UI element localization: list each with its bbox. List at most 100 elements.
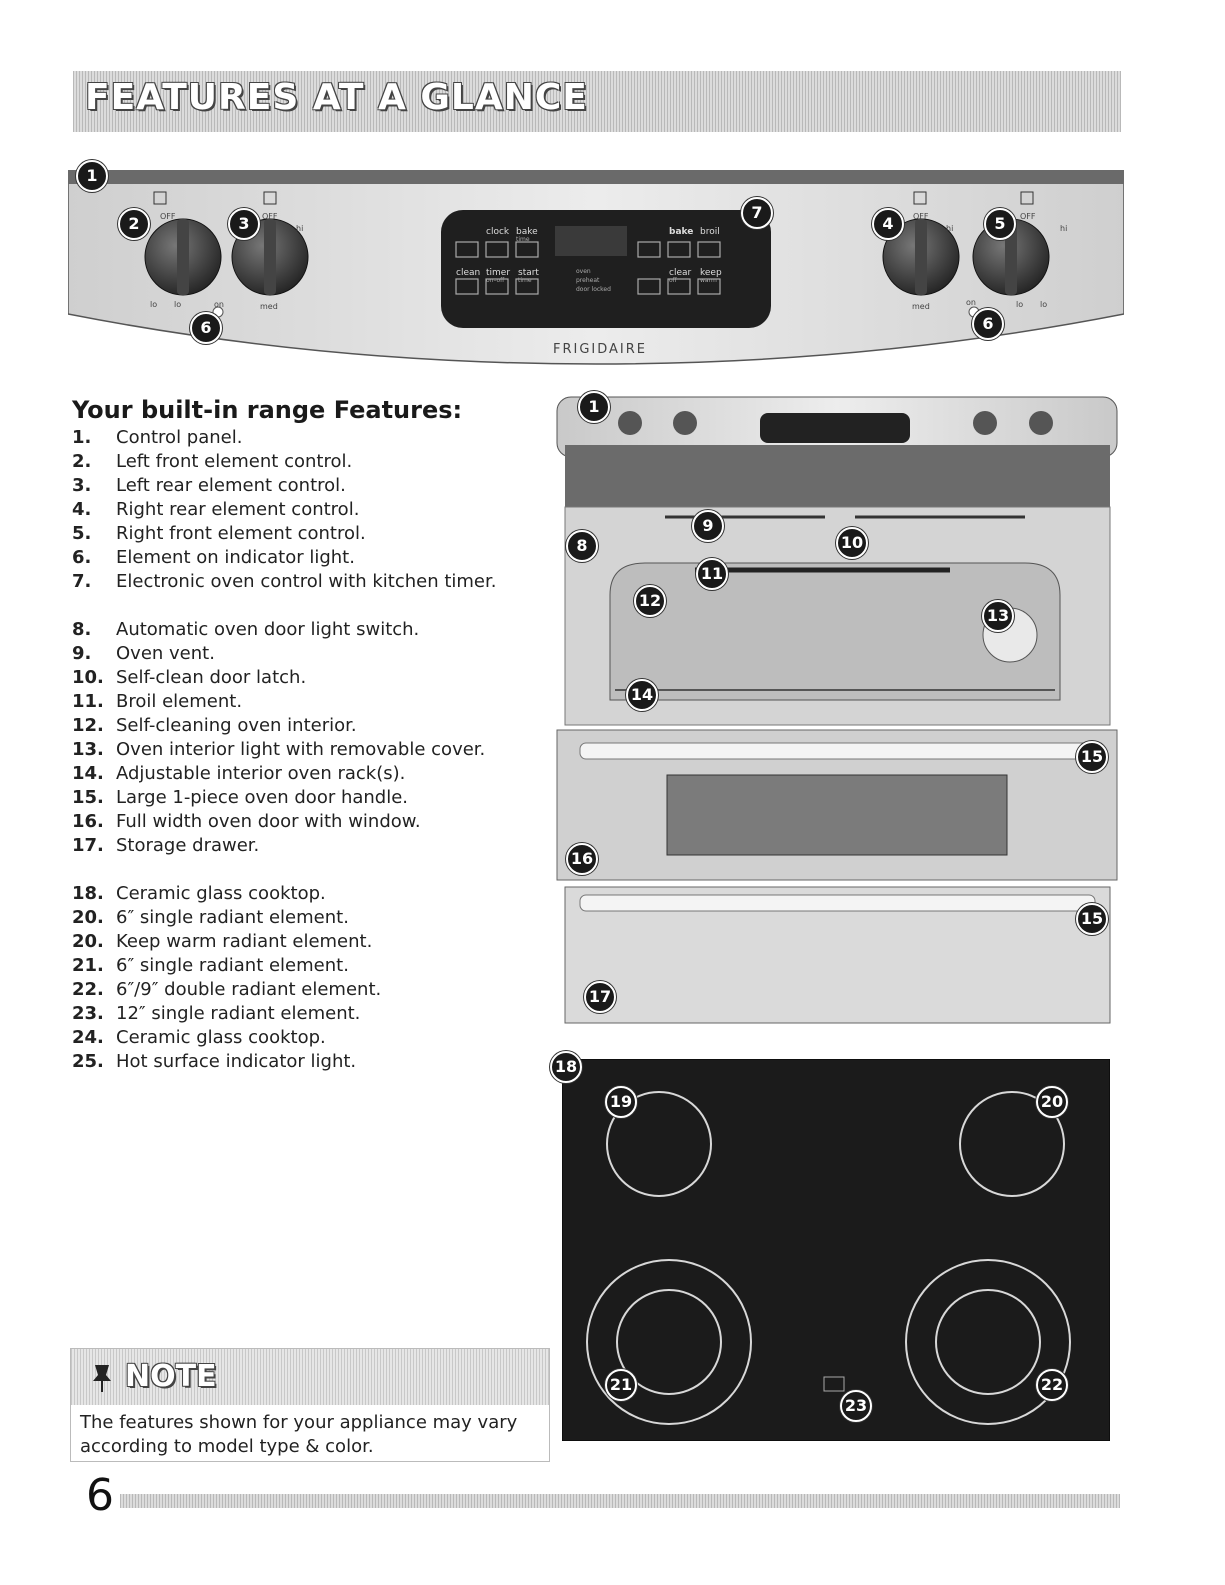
item-number: 4. [72, 499, 92, 520]
item-text: Keep warm radiant element. [116, 931, 373, 952]
item-text: Oven interior light with removable cover… [116, 739, 486, 760]
page-title: FEATURES AT A GLANCE [85, 77, 588, 118]
item-text: Full width oven door with window. [116, 811, 421, 832]
item-text: Automatic oven door light switch. [116, 619, 420, 640]
knob-label-lo-1: lo [150, 300, 158, 309]
list-item: 12.Self-cleaning oven interior. [72, 715, 357, 738]
knob-label-off-3: OFF [913, 212, 929, 221]
note-header: NOTE [71, 1349, 549, 1405]
list-item: 23. 12″ single radiant element. [72, 1003, 360, 1026]
button-label-broil: broil [700, 227, 720, 237]
cooktop-illustration [562, 1059, 1110, 1441]
button-sublabel-clear-off: off [669, 277, 677, 284]
item-number: 17. [72, 835, 104, 856]
callout-badge-11: 11 [696, 558, 728, 590]
item-text: Left front element control. [116, 451, 353, 472]
item-text: 6″/9″ double radiant element. [116, 979, 382, 1000]
item-number: 11. [72, 691, 104, 712]
item-text: Hot surface indicator light. [116, 1051, 357, 1072]
button-label-clock: clock [486, 227, 510, 237]
list-item: 21.6″ single radiant element. [72, 955, 349, 978]
status-door-locked: door locked [576, 286, 611, 293]
callout-badge-13: 13 [982, 600, 1014, 632]
note-title: NOTE [125, 1359, 217, 1394]
callout-badge-6-right: 6 [972, 308, 1004, 340]
list-item: 5. Right front element control. [72, 523, 366, 546]
range-illustration [556, 396, 1118, 1024]
knob-label-off-4: OFF [1020, 212, 1036, 221]
list-item: 6. Element on indicator light. [72, 547, 355, 570]
list-item: 17.Storage drawer. [72, 835, 259, 858]
list-item: 13. Oven interior light with removable co… [72, 739, 485, 762]
list-item: 1.Control panel. [72, 427, 242, 450]
list-item: 14.Adjustable interior oven rack(s). [72, 763, 405, 786]
callout-badge-3: 3 [228, 208, 260, 240]
knob-label-lo-3: lo [1016, 300, 1024, 309]
callout-badge-6-left: 6 [190, 312, 222, 344]
item-text: 6″ single radiant element. [116, 907, 349, 928]
item-text: Ceramic glass cooktop. [116, 883, 326, 904]
button-label-bake-right: bake [669, 227, 694, 237]
item-number: 9. [72, 643, 92, 664]
item-number: 20. [72, 931, 104, 952]
list-item: 4. Right rear element control. [72, 499, 359, 522]
item-number: 25. [72, 1051, 104, 1072]
knob-label-lo-2: lo [174, 300, 182, 309]
item-text: Oven vent. [116, 643, 215, 664]
knob-label-hi-1: hi [180, 224, 188, 233]
item-number: 24. [72, 1027, 104, 1048]
item-text: 6″ single radiant element. [116, 955, 349, 976]
callout-badge-10: 10 [836, 527, 868, 559]
item-number: 1. [72, 427, 92, 448]
knob-label-hi-2: hi [296, 224, 304, 233]
item-text: Self-clean door latch. [116, 667, 307, 688]
callout-badge-17: 17 [584, 981, 616, 1013]
item-number: 15. [72, 787, 104, 808]
list-item: 20. Keep warm radiant element. [72, 931, 372, 954]
status-oven: oven [576, 268, 591, 275]
button-sublabel-bake-time: time [516, 236, 530, 243]
button-sublabel-keep-warm: warm [700, 277, 717, 284]
list-item: 8. Automatic oven door light switch. [72, 619, 419, 642]
item-number: 6. [72, 547, 92, 568]
item-text: Right rear element control. [116, 499, 360, 520]
callout-badge-14: 14 [626, 679, 658, 711]
item-number: 5. [72, 523, 92, 544]
callout-badge-15-door: 15 [1076, 741, 1108, 773]
button-label-bake: bake [516, 227, 538, 237]
knob-label-on-2: on [966, 298, 976, 307]
item-number: 7. [72, 571, 92, 592]
item-text: 12″ single radiant element. [116, 1003, 361, 1024]
callout-badge-1-range: 1 [578, 391, 610, 423]
knob-label-med-2: med [912, 302, 930, 311]
button-sublabel-start-time: time [518, 277, 532, 284]
brand-logo: FRIGIDAIRE [553, 342, 648, 357]
list-item: 25. Hot surface indicator light. [72, 1051, 356, 1074]
list-item: 10. Self-clean door latch. [72, 667, 306, 690]
item-number: 13. [72, 739, 104, 760]
list-item: 11.Broil element. [72, 691, 242, 714]
item-number: 8. [72, 619, 92, 640]
knob-label-on-1: on [214, 300, 224, 309]
callout-badge-19: 19 [605, 1086, 637, 1118]
callout-badge-2: 2 [118, 208, 150, 240]
list-item: 9. Oven vent. [72, 643, 215, 666]
item-text: Element on indicator light. [116, 547, 355, 568]
knob-label-off-2: OFF [262, 212, 278, 221]
button-label-keep: keep [700, 268, 722, 278]
item-text: Self-cleaning oven interior. [116, 715, 357, 736]
status-preheat: preheat [576, 277, 600, 284]
list-item: 24.Ceramic glass cooktop. [72, 1027, 326, 1050]
list-item: 22.6″/9″ double radiant element. [72, 979, 381, 1002]
callout-badge-4: 4 [872, 208, 904, 240]
button-label-start: start [518, 268, 539, 278]
callout-badge-1: 1 [76, 160, 108, 192]
item-text: Right front element control. [116, 523, 366, 544]
callout-badge-22: 22 [1036, 1369, 1068, 1401]
features-title: Your built-in range Features: [72, 396, 463, 424]
item-text: Left rear element control. [116, 475, 346, 496]
item-number: 23. [72, 1003, 104, 1024]
callout-badge-16: 16 [566, 843, 598, 875]
knob-label-hi-3: hi [946, 224, 954, 233]
item-number: 10. [72, 667, 104, 688]
